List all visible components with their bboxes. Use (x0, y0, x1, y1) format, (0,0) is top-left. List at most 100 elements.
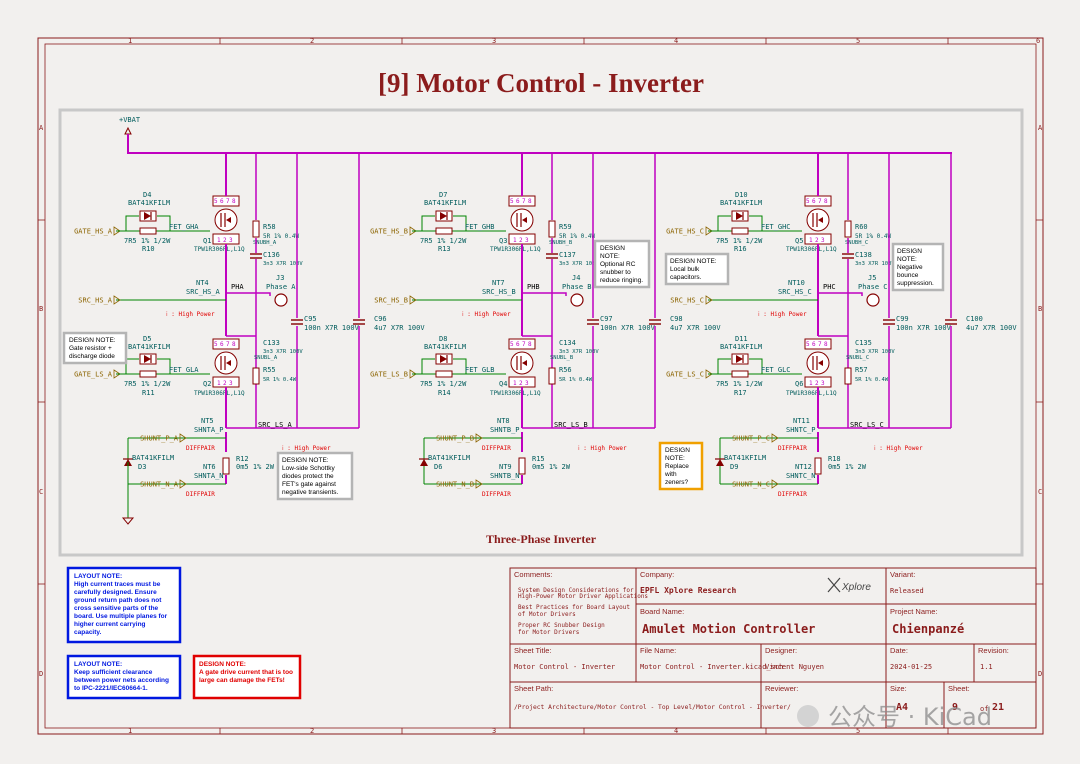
high-power-label: ⁞ : High Power (462, 311, 511, 318)
snub-ls-net: SNUBL_A (254, 355, 278, 361)
c-bulk-ref: C100 (966, 315, 983, 323)
path-value: /Project Architecture/Motor Control - To… (514, 704, 791, 711)
note-line: ground return path does not (74, 597, 162, 604)
r-gate-ls-ref: R17 (734, 389, 747, 397)
snub-ls-net: SNUBL_C (846, 355, 869, 361)
resistor-ls-icon (435, 370, 453, 378)
label-arrow-icon (179, 433, 187, 443)
conn-label: Phase B (562, 283, 592, 291)
nt-n-net: SHNTA_N (194, 472, 224, 480)
label-arrow-icon (475, 433, 483, 443)
wire (157, 358, 171, 374)
comment-line: for Motor Drivers (518, 629, 580, 636)
c-bulk-icon (352, 319, 366, 325)
c-snub-hs-icon (545, 253, 559, 259)
c-snub-hs-ref: C138 (855, 251, 872, 259)
note-line: FET's gate against (282, 481, 336, 488)
r-shunt-icon (814, 457, 822, 475)
conn-ref: J4 (572, 274, 580, 282)
frame-column-markers: 1 2 3 4 5 6 1 2 3 4 5 A B C D A B C D (39, 37, 1043, 735)
comment-line: Best Practices for Board Layout (518, 604, 630, 611)
gate-hs-label: GATE_HS_A (74, 228, 113, 236)
note-line: NOTE: (665, 455, 685, 462)
note-line: higher current carrying (74, 621, 146, 628)
fet-ls-net: FET_GLC (761, 366, 791, 374)
c-bulk-small-val: 100n X7R 100V (896, 324, 952, 332)
diffpair-label: DIFFPAIR (482, 491, 511, 498)
r-shunt-val: 0m5 1% 2W (236, 463, 275, 471)
revision-label: Revision: (978, 646, 1009, 655)
layout-note-traces: LAYOUT NOTE: High current traces must be… (66, 566, 182, 644)
q-ls-part: TPW1R306PL,L1Q (490, 390, 541, 397)
row-marker: B (39, 305, 43, 313)
r-shunt-icon (222, 457, 230, 475)
r-gate-hs-ref: R16 (734, 245, 747, 253)
q-hs-part: TPW1R306PL,L1Q (786, 246, 837, 253)
logo-text: Xplore (841, 582, 871, 593)
note-line: suppression. (897, 280, 934, 287)
nt-ls-net: SHNTC_P (786, 426, 816, 434)
sheet-label: Sheet: (948, 684, 970, 693)
high-power-label: ⁞ : High Power (578, 445, 627, 452)
label-arrow-icon (409, 295, 417, 305)
note-line: Keep sufficient clearance (74, 669, 153, 676)
q-hs-part: TPW1R306PL,L1Q (194, 246, 245, 253)
comment-line: Proper RC Snubber Design (518, 622, 605, 629)
wire (453, 215, 467, 231)
src-hs-label: SRC_HS_B (374, 297, 408, 305)
design-note-gate-current: DESIGN NOTE: A gate drive current that i… (192, 654, 302, 700)
snub-ls-net: SNUBL_B (550, 355, 574, 361)
q-ls-ref: Q2 (203, 380, 211, 388)
gate-hs-label: GATE_HS_C (666, 228, 704, 236)
note-line: reduce ringing. (600, 277, 643, 284)
r-shunt-ref: R18 (828, 455, 841, 463)
sheet-number: 9 (952, 702, 958, 713)
c-snub-hs-val: 3n3 X7R 100V (559, 261, 599, 267)
q-hs-ref: Q5 (795, 237, 803, 245)
note-line: carefully designed. Ensure (74, 589, 157, 596)
wire (453, 358, 467, 374)
nt-ls-net: SHNTB_P (490, 426, 520, 434)
c-bulk-small-icon (882, 319, 896, 325)
r-shunt-val: 0m5 1% 2W (828, 463, 867, 471)
note-line: between power nets according (74, 677, 169, 684)
gate-ls-label: GATE_LS_A (74, 371, 113, 379)
r-snub-ls-icon (252, 367, 260, 385)
r-gate-hs-ref: R10 (142, 245, 155, 253)
q-ls-part: TPW1R306PL,L1Q (786, 390, 837, 397)
diffpair-label: DIFFPAIR (186, 445, 215, 452)
resistor-ls-icon (139, 370, 157, 378)
q-hs-ref: Q3 (499, 237, 507, 245)
file-label: File Name: (640, 646, 676, 655)
note-line: Replace (665, 463, 689, 470)
note-line: NOTE: (897, 256, 917, 263)
diode-shunt-ref: D9 (730, 463, 738, 471)
nt-n-net: SHNTC_N (786, 472, 816, 480)
resistor-hs-icon (139, 227, 157, 235)
c-bulk-val: 4u7 X7R 100V (966, 324, 1017, 332)
row-marker: B (1038, 305, 1042, 313)
src-ls-net: SRC_LS_C (850, 421, 884, 429)
note-line: NOTE: (600, 253, 620, 260)
nt-hs-net: SRC_HS_B (482, 288, 516, 296)
note-line: A gate drive current that is too (199, 669, 293, 676)
note-line: capacity. (74, 629, 102, 636)
wire (157, 215, 171, 231)
date-label: Date: (890, 646, 908, 655)
wire (717, 358, 731, 374)
note-line: DESIGN NOTE: (670, 258, 717, 265)
diode-hs-part: BAT41KFILM (424, 199, 466, 207)
note-line: large can damage the FETs! (199, 677, 285, 684)
note-line: DESIGN NOTE: (69, 337, 116, 344)
board-name: Amulet Motion Controller (642, 622, 815, 636)
path-label: Sheet Path: (514, 684, 553, 693)
board-label: Board Name: (640, 607, 684, 616)
q-ls-part: TPW1R306PL,L1Q (194, 390, 245, 397)
note-line: Gate resistor + (69, 345, 112, 352)
c-snub-hs-ref: C136 (263, 251, 280, 259)
c-bulk-small-val: 100n X7R 100V (600, 324, 656, 332)
r-snub-hs-icon (252, 220, 260, 238)
resistor-ls-icon (731, 370, 749, 378)
